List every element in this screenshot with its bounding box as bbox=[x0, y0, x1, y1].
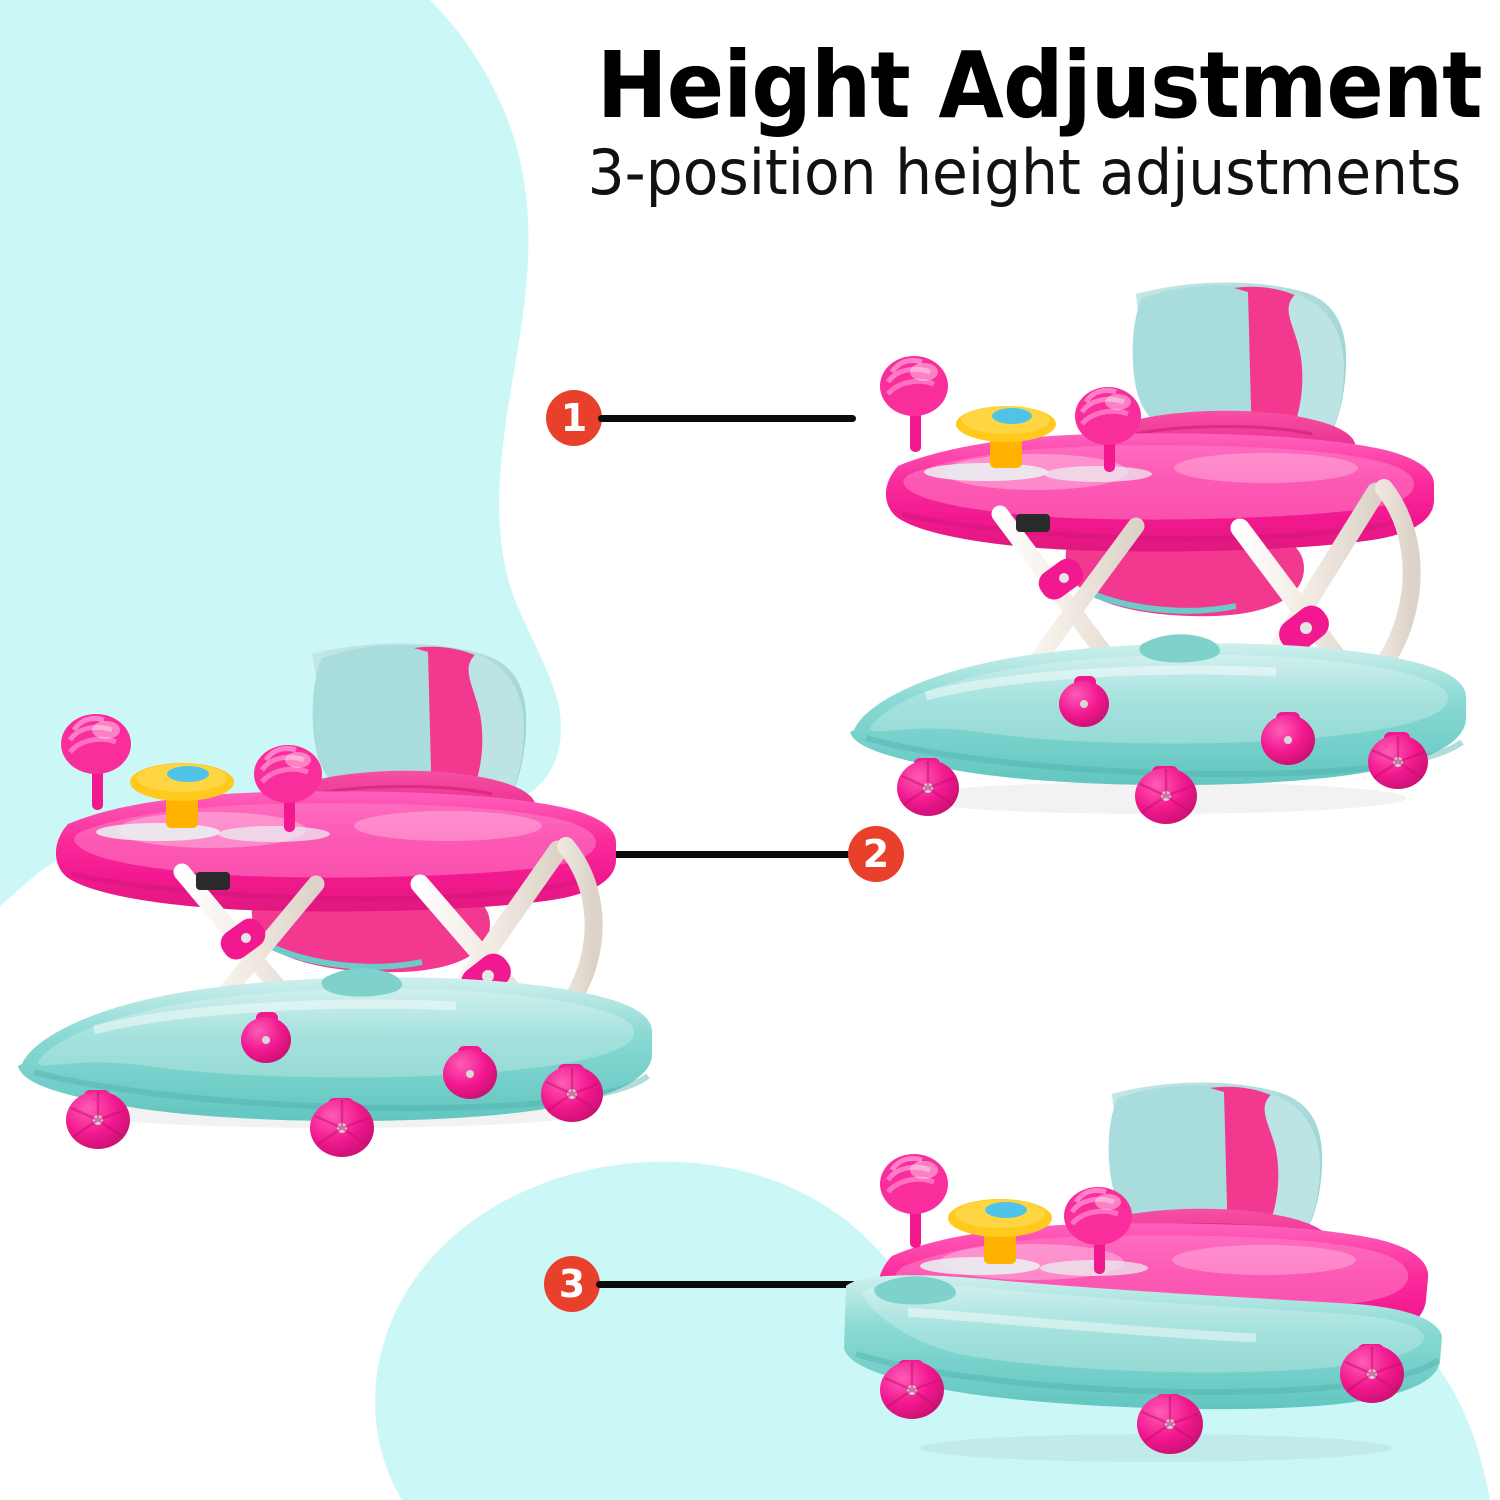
callout-line-2 bbox=[594, 850, 852, 858]
steering-wheel-center-button bbox=[985, 1202, 1027, 1218]
rattle-toy-left bbox=[880, 1154, 948, 1248]
callout-3: 3 bbox=[544, 1256, 856, 1312]
wheel-rear-inner bbox=[443, 1046, 497, 1099]
seat-cushion-seam bbox=[315, 785, 493, 796]
tray-panel-right bbox=[218, 826, 330, 842]
seat-backrest-left-mint bbox=[1108, 1085, 1244, 1240]
page-subtitle: 3-position height adjustments bbox=[587, 136, 1462, 209]
tray-panel-right bbox=[1044, 466, 1152, 482]
rattle-toy-left bbox=[61, 714, 131, 810]
seat-backrest-center-pink bbox=[414, 646, 490, 812]
callout-line-3 bbox=[596, 1280, 856, 1288]
wheel-front-left bbox=[66, 1090, 130, 1149]
tray-gloss-right bbox=[1172, 1245, 1356, 1275]
callout-1: 1 bbox=[546, 390, 856, 446]
callout-2: 2 bbox=[594, 826, 904, 882]
base-gloss bbox=[924, 665, 1277, 701]
tray-panel-left bbox=[920, 1257, 1040, 1275]
wheel-front-center bbox=[310, 1098, 374, 1157]
activity-tray-inner-rim bbox=[74, 803, 596, 878]
base-front-notch bbox=[1139, 634, 1221, 663]
rattle-left-ball bbox=[880, 356, 948, 416]
seat-sling-trim-bottom bbox=[268, 943, 423, 970]
steering-wheel-toy bbox=[956, 406, 1056, 468]
page-title: Height Adjustment bbox=[596, 32, 1483, 139]
seat-backrest-right-mint bbox=[468, 654, 524, 810]
rattle-toy-right bbox=[254, 745, 322, 832]
base-front-notch bbox=[321, 968, 403, 997]
walker-position-2 bbox=[6, 640, 666, 1157]
base-gloss bbox=[92, 999, 457, 1035]
callout-line-1 bbox=[598, 414, 856, 422]
rattle-toy-right bbox=[1064, 1187, 1132, 1274]
tray-panel-left bbox=[96, 823, 220, 841]
rattle-right-ball bbox=[1064, 1187, 1132, 1245]
base-ring-highlight bbox=[862, 1284, 1425, 1373]
rattle-toy-right bbox=[1075, 387, 1141, 472]
seat-backrest-left-mint bbox=[312, 645, 448, 806]
marker-number-2[interactable]: 2 bbox=[848, 826, 904, 882]
tray-gloss-right bbox=[1174, 453, 1358, 483]
steering-wheel-center-button bbox=[992, 408, 1032, 424]
walker-position-1 bbox=[836, 276, 1476, 826]
rattle-right-ball bbox=[254, 745, 322, 803]
seat-backrest-left-mint bbox=[1132, 285, 1268, 444]
steering-wheel-toy bbox=[948, 1199, 1052, 1264]
tray-gloss-right bbox=[354, 811, 542, 841]
wheel-rear-right bbox=[541, 1064, 603, 1122]
base-front-notch bbox=[874, 1276, 957, 1305]
seat-backrest-center-pink bbox=[1210, 1086, 1286, 1246]
seat-cushion-seam bbox=[1135, 425, 1313, 436]
rattle-right-ball bbox=[1075, 387, 1141, 445]
marker-number-3[interactable]: 3 bbox=[544, 1256, 600, 1312]
header-block: Height Adjustment 3-position height adju… bbox=[560, 32, 1483, 209]
wheel-front-left bbox=[880, 1360, 944, 1419]
steering-wheel-toy bbox=[130, 763, 234, 828]
wheel-front-center bbox=[1135, 766, 1197, 824]
tray-shadow-edge bbox=[71, 871, 595, 902]
rattle-left-ball bbox=[880, 1154, 948, 1214]
base-under-shade bbox=[33, 1069, 650, 1112]
seat-sling-trim-bottom bbox=[1082, 587, 1237, 614]
base-gloss bbox=[907, 1307, 1257, 1343]
steering-wheel-center-button bbox=[167, 766, 209, 782]
wheel-mid-inner bbox=[1059, 676, 1109, 727]
wheel-rear-inner bbox=[1261, 712, 1315, 765]
base-ring bbox=[844, 1275, 1442, 1410]
seat-backrest-right-mint bbox=[1288, 294, 1344, 448]
tray-latch-clip bbox=[196, 872, 230, 890]
wheel-rear-right bbox=[1368, 732, 1428, 789]
tray-latch-clip bbox=[1016, 514, 1050, 532]
rattle-left-ball bbox=[61, 714, 131, 774]
seat-backrest-right-mint bbox=[1264, 1094, 1320, 1244]
wheel-rear-right bbox=[1340, 1344, 1404, 1403]
activity-tray-inner-rim bbox=[903, 445, 1414, 520]
seat-backrest-center-pink bbox=[1234, 286, 1310, 450]
wheel-front-center bbox=[1137, 1394, 1203, 1454]
wheel-mid-inner bbox=[241, 1012, 291, 1063]
wheel-front-left bbox=[897, 758, 959, 816]
walker-position-3 bbox=[836, 1076, 1456, 1476]
tray-panel-left bbox=[924, 463, 1048, 481]
marker-number-1[interactable]: 1 bbox=[546, 390, 602, 446]
rattle-toy-left bbox=[880, 356, 948, 452]
